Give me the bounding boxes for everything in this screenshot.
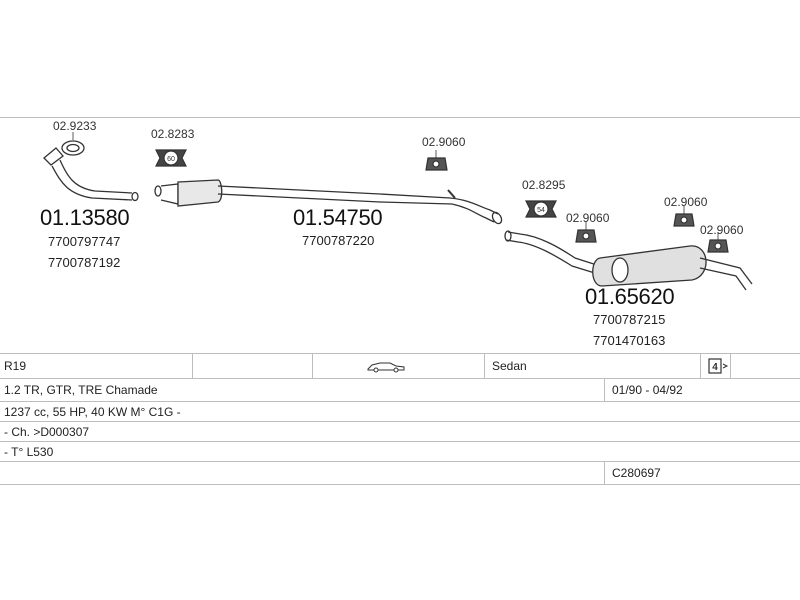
type-cell: - T° L530 [4,444,54,459]
exhaust-drawing: 60 54 [43,132,753,291]
door-count-icon: 4 [704,354,730,378]
front-pipe-oem-2: 7700787192 [48,255,121,270]
rear-silencer-part-no[interactable]: 01.65620 [585,284,675,309]
middle-silencer-part-no[interactable]: 01.54750 [293,205,383,230]
rear-clamp-part-no: 02.8295 [522,178,566,192]
vehicle-row-variant: 1.2 TR, GTR, TRE Chamade 01/90 - 04/92 [0,379,800,402]
body-type-cell: Sedan [492,359,527,373]
hanger-rear-2-part-no: 02.9060 [664,195,708,209]
svg-text:4: 4 [712,362,718,373]
years-cell: 01/90 - 04/92 [612,383,683,397]
vehicle-row-engine: 1237 cc, 55 HP, 40 KW M° C1G - [0,402,800,422]
hanger-rear-2-drawing[interactable] [673,206,695,227]
clamp-part-no: 02.8283 [151,127,195,141]
variant-cell: 1.2 TR, GTR, TRE Chamade [4,383,158,397]
gasket-part-no: 02.9233 [53,119,97,133]
vehicle-info-table: R19 Sedan 4 1.2 TR, GTR, TRE Chamade 01/… [0,353,800,485]
hanger-rear-1-drawing[interactable] [575,222,597,243]
gasket-drawing[interactable] [61,132,85,156]
exhaust-diagram: 60 54 [0,118,800,353]
hanger-mid-drawing[interactable] [425,150,448,171]
hanger-rear-1-part-no: 02.9060 [566,211,610,225]
separator [192,354,193,378]
rear-silencer-oem-2: 7701470163 [593,333,666,348]
separator [604,462,605,484]
car-sedan-icon [362,354,406,378]
front-pipe-part-no[interactable]: 01.13580 [40,205,130,230]
hanger-mid-part-no: 02.9060 [422,135,466,149]
rear-silencer-oem-1: 7700787215 [593,312,666,327]
chassis-cell: - Ch. >D000307 [4,424,90,439]
vehicle-row-type: - T° L530 [0,442,800,462]
svg-text:54: 54 [537,207,545,214]
separator [484,354,485,378]
rear-clamp-drawing[interactable]: 54 [525,200,557,218]
middle-silencer-drawing[interactable] [154,179,503,225]
hanger-rear-3-drawing[interactable] [707,232,729,253]
separator [730,354,731,378]
code-cell: C280697 [612,466,661,480]
svg-text:60: 60 [167,156,175,163]
clamp-drawing[interactable]: 60 [155,149,187,167]
model-cell: R19 [4,359,27,373]
vehicle-row-model: R19 Sedan 4 [0,353,800,379]
hanger-rear-3-part-no: 02.9060 [700,223,744,237]
rear-silencer-drawing[interactable] [504,230,753,291]
front-pipe-drawing[interactable] [43,147,139,202]
engine-cell: 1237 cc, 55 HP, 40 KW M° C1G - [4,404,181,419]
separator [312,354,313,378]
front-pipe-oem-1: 7700797747 [48,234,121,249]
separator [604,379,605,401]
vehicle-row-chassis: - Ch. >D000307 [0,422,800,442]
separator [700,354,701,378]
top-border [0,117,800,118]
middle-silencer-oem-1: 7700787220 [302,233,375,248]
vehicle-row-code: C280697 [0,462,800,485]
